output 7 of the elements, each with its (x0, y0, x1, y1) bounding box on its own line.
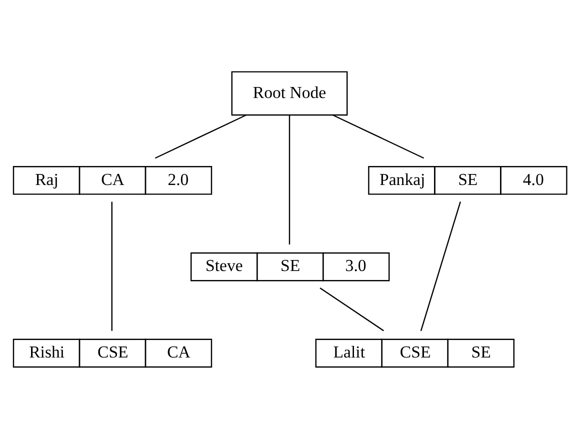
connector (332, 114, 424, 159)
connector (320, 287, 384, 332)
node-box: Root Node (231, 71, 348, 116)
connector (288, 115, 290, 244)
connector (420, 202, 461, 332)
connector (111, 202, 112, 331)
connector (154, 114, 246, 159)
